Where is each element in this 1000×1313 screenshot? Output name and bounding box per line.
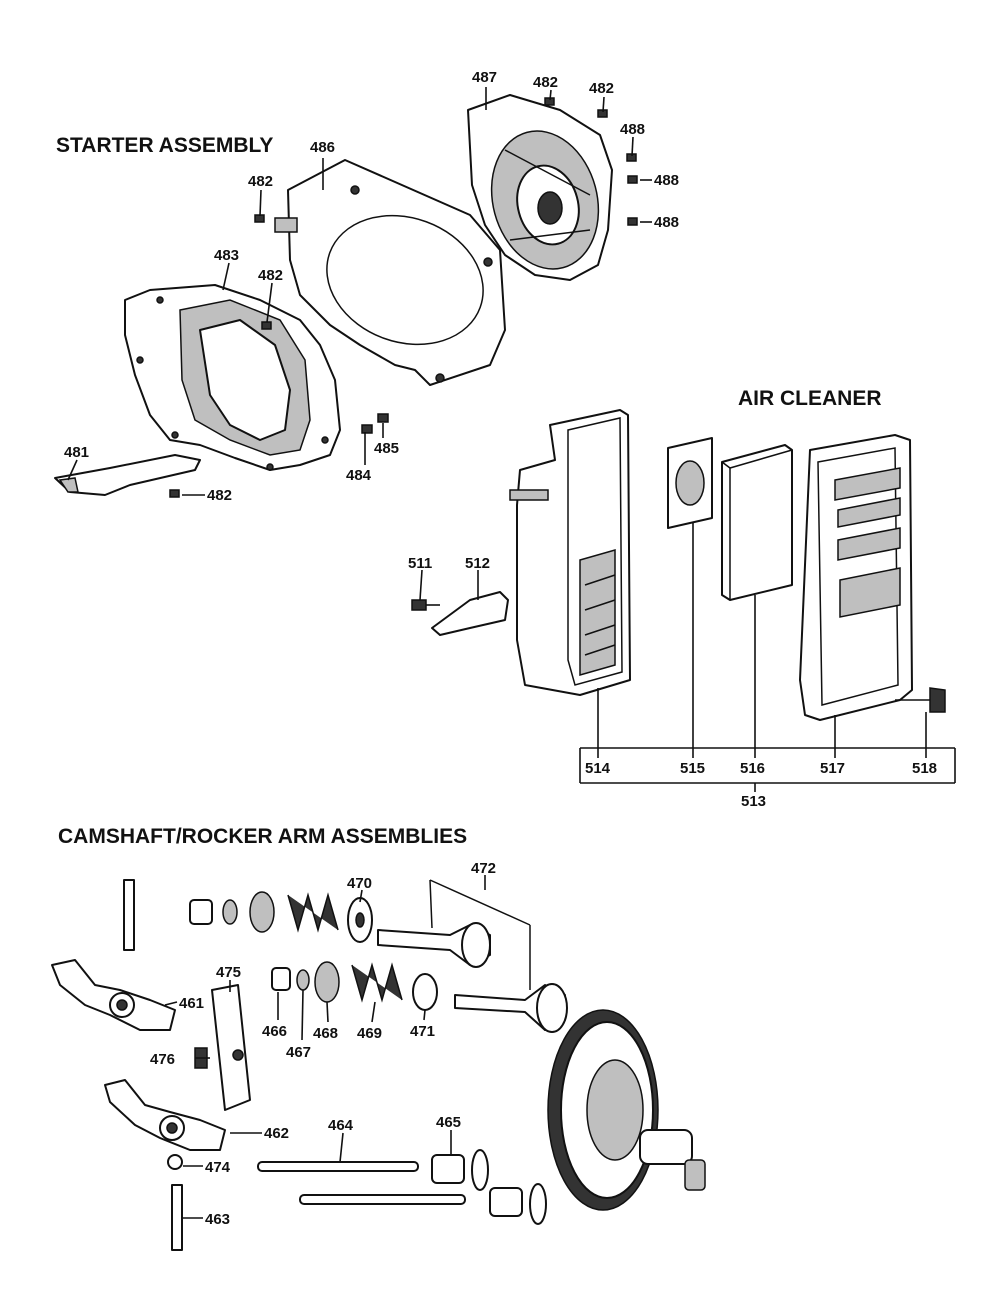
part-466-valve-cap: [271, 967, 291, 991]
label-487: 487: [472, 69, 497, 86]
label-472: 472: [471, 860, 496, 877]
part-468-retainer: [314, 961, 340, 1003]
part-515-gasket: [667, 437, 713, 529]
label-517: 517: [820, 760, 845, 777]
label-515: 515: [680, 760, 705, 777]
label-486: 486: [310, 139, 335, 156]
starter-leader-lines: [67, 87, 652, 496]
part-462-rocker-arm: [104, 1079, 226, 1151]
label-461: 461: [179, 995, 204, 1012]
label-485: 485: [374, 440, 399, 457]
part-486-shroud-plate: [287, 159, 506, 386]
part-511-bolt: [411, 599, 440, 611]
part-467-collet: [296, 969, 310, 991]
label-511: 511: [408, 555, 432, 572]
label-483: 483: [214, 247, 239, 264]
label-462: 462: [264, 1125, 289, 1142]
part-514-air-cleaner-base: [509, 409, 631, 696]
part-483-blower-housing: [124, 284, 341, 471]
label-471: 471: [410, 1023, 435, 1040]
part-481-shield: [54, 454, 201, 496]
label-513: 513: [741, 793, 766, 810]
camshaft-rocker-title: CAMSHAFT/ROCKER ARM ASSEMBLIES: [58, 825, 467, 848]
part-474-ball: [167, 1154, 183, 1170]
label-468: 468: [313, 1025, 338, 1042]
part-517-cover: [799, 434, 913, 721]
part-516-filter-element: [721, 444, 793, 601]
label-484: 484: [346, 467, 372, 484]
label-482: 482: [258, 267, 283, 284]
part-518-wing-screw: [895, 687, 946, 713]
label-474: 474: [205, 1159, 231, 1176]
label-512: 512: [465, 555, 490, 572]
part-471-seal: [412, 973, 438, 1011]
camshaft-rocker-group: 470 472 475 461 466 467 468 469 471 476 …: [51, 860, 706, 1251]
camshaft-gear: [547, 1009, 706, 1211]
part-512-bracket: [431, 591, 509, 636]
part-470-upper-spring-set: [189, 891, 373, 943]
label-470: 470: [347, 875, 372, 892]
camshaft-leader-lines: [164, 875, 486, 1219]
part-469-spring: [351, 962, 403, 1003]
label-469: 469: [357, 1025, 382, 1042]
starter-fasteners: [169, 97, 638, 498]
part-465-tappets: [431, 1149, 547, 1225]
label-466: 466: [262, 1023, 287, 1040]
label-518: 518: [912, 760, 937, 777]
label-516: 516: [740, 760, 765, 777]
label-514: 514: [585, 760, 611, 777]
air-cleaner-bracket-lines: [419, 522, 956, 792]
label-488: 488: [654, 214, 679, 231]
part-472-valves: [377, 879, 568, 1033]
part-475-guide-plate: [211, 984, 251, 1111]
label-475: 475: [216, 964, 241, 981]
part-487-recoil-starter: [467, 94, 613, 281]
label-481: 481: [64, 444, 89, 461]
starter-assembly-title: STARTER ASSEMBLY: [56, 134, 273, 157]
air-cleaner-title: AIR CLEANER: [738, 387, 882, 410]
label-467: 467: [286, 1044, 311, 1061]
label-463: 463: [205, 1211, 230, 1228]
starter-assembly-group: 486 487 482 482 488 488 488 482 483 482 …: [54, 69, 679, 504]
label-482: 482: [207, 487, 232, 504]
label-488: 488: [620, 121, 645, 138]
label-488: 488: [654, 172, 679, 189]
label-482: 482: [589, 80, 614, 97]
part-461-rocker-arm: [51, 959, 176, 1031]
part-464-shafts: [257, 1161, 466, 1205]
air-cleaner-group: 511 512 514 515 516 517 518 513: [408, 409, 956, 810]
label-482: 482: [248, 173, 273, 190]
label-465: 465: [436, 1114, 461, 1131]
label-476: 476: [150, 1051, 175, 1068]
label-464: 464: [328, 1117, 354, 1134]
label-482: 482: [533, 74, 558, 91]
